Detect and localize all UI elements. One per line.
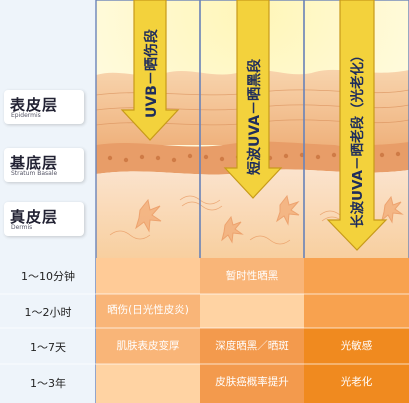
layer-basale-cn: 基底层 — [10, 154, 59, 172]
time-row-2: 1～2小时 — [24, 306, 72, 319]
column-uva-long — [303, 0, 409, 403]
layer-dermis: 真皮层 Dermis — [4, 202, 84, 236]
layer-dermis-cn: 真皮层 — [10, 208, 59, 226]
uva-long-ray-label: 长波UVA－晒老段（光老化） — [349, 49, 366, 228]
uva-short-ray-label: 短波UVA－晒黑段 — [246, 59, 263, 175]
dermis-band — [96, 169, 409, 258]
uva-long-arrow — [326, 0, 388, 251]
effect-table — [0, 258, 409, 403]
effect-uvb-row-3: 肌肤表皮变厚 — [116, 340, 180, 352]
uvb-arrow — [120, 0, 180, 141]
time-row-3: 1～7天 — [30, 341, 66, 354]
uvb-ray-label: UVB－晒伤段 — [143, 29, 160, 118]
layer-basale-en: Stratum Basale — [11, 170, 58, 177]
layer-epidermis-en: Epidermis — [11, 112, 41, 119]
layer-basale: 基底层 Stratum Basale — [4, 148, 84, 182]
time-row-4: 1～3年 — [30, 377, 66, 390]
effect-uva-short-row-4: 皮肤癌概率提升 — [215, 376, 289, 388]
effect-uva-long-row-4: 光老化 — [340, 376, 373, 388]
layer-dermis-en: Dermis — [11, 224, 33, 231]
uva-short-arrow — [223, 0, 283, 199]
time-row-1: 1～10分钟 — [21, 270, 75, 283]
dermis-fibers — [135, 194, 404, 244]
effect-uvb-row-2: 晒伤(日光性皮炎) — [107, 304, 189, 316]
effect-uva-short-row-1: 暂时性晒黑 — [225, 270, 279, 282]
effect-uva-long-row-3: 光敏感 — [340, 340, 373, 352]
effect-uva-short-row-3: 深度晒黑／晒斑 — [215, 340, 289, 352]
layer-epidermis: 表皮层 Epidermis — [4, 90, 84, 124]
layer-epidermis-cn: 表皮层 — [10, 96, 59, 114]
